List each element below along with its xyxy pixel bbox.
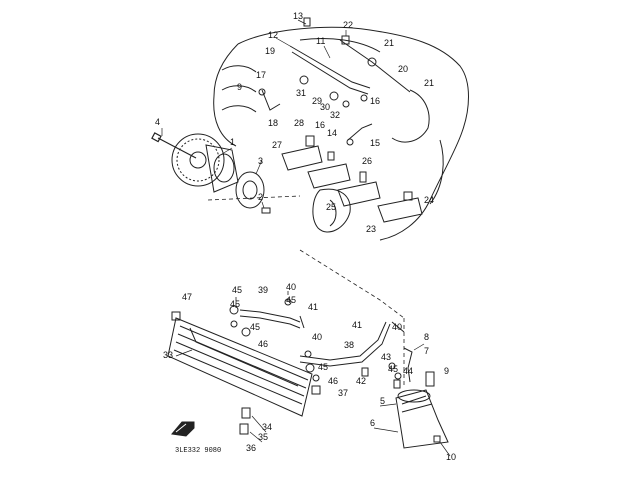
callout-16: 16: [370, 96, 380, 106]
callout-44: 44: [403, 366, 413, 376]
callout-leaders: [161, 19, 451, 457]
callout-45c: 45: [250, 322, 260, 332]
callout-30: 30: [320, 102, 330, 112]
oil-filter-housing: [395, 347, 449, 449]
callout-25: 25: [326, 202, 336, 212]
callout-38: 38: [344, 340, 354, 350]
callout-17: 17: [256, 70, 266, 80]
callout-24: 24: [424, 195, 434, 205]
callout-11: 11: [316, 36, 325, 46]
part-callouts: 13 22 12 11 21 19 20 21 17 31 29 30 16 3…: [155, 11, 456, 462]
engine-case-outline: [213, 26, 469, 241]
callout-32: 32: [330, 110, 340, 120]
callout-41: 41: [308, 302, 318, 312]
pump-cover: [235, 171, 265, 209]
callout-12: 12: [268, 30, 278, 40]
callout-45b: 45: [230, 299, 240, 309]
callout-27: 27: [272, 140, 282, 150]
callout-46b: 46: [328, 376, 338, 386]
callout-29: 29: [312, 96, 322, 106]
callout-18: 18: [268, 118, 278, 128]
callout-1: 1: [230, 137, 235, 147]
callout-10: 10: [446, 452, 456, 462]
callout-45e: 45: [318, 362, 328, 372]
oil-pump-gear: [171, 133, 239, 193]
callout-28: 28: [294, 118, 304, 128]
dowel-pin: [261, 207, 271, 214]
callout-2: 2: [258, 192, 263, 202]
callout-20: 20: [398, 64, 408, 74]
upper-hardware: [258, 17, 413, 201]
front-arrow-icon: [171, 421, 195, 437]
callout-19: 19: [265, 46, 275, 56]
callout-13: 13: [293, 11, 303, 21]
callout-26: 26: [362, 156, 372, 166]
callout-40b: 45: [286, 295, 296, 305]
upper-oil-pipe: [289, 39, 411, 95]
cooler-pipes: [239, 309, 405, 367]
callout-40: 40: [286, 282, 296, 292]
long-bolt: [151, 132, 197, 159]
callout-7: 7: [424, 346, 429, 356]
callout-22: 22: [343, 20, 353, 30]
callout-16b: 16: [315, 120, 325, 130]
callout-34: 34: [262, 422, 272, 432]
callout-21b: 21: [424, 78, 434, 88]
callout-36: 36: [246, 443, 256, 453]
callout-9: 9: [237, 82, 242, 92]
callout-41b: 41: [352, 320, 362, 330]
callout-14: 14: [327, 128, 337, 138]
baffle-plates: [281, 145, 423, 223]
callout-40c: 40: [392, 322, 402, 332]
callout-45d: 40: [312, 332, 322, 342]
callout-21: 21: [384, 38, 394, 48]
callout-43: 43: [381, 352, 391, 362]
callout-15: 15: [370, 138, 380, 148]
leader-lines: [207, 195, 405, 388]
callout-37: 37: [338, 388, 348, 398]
diagram-code: 3LE332 9080: [175, 447, 221, 455]
oil-cooler: [167, 311, 313, 417]
callout-35: 35: [258, 432, 268, 442]
callout-42: 42: [356, 376, 366, 386]
callout-40d: 45: [388, 364, 398, 374]
callout-46: 46: [258, 339, 268, 349]
callout-33: 33: [163, 350, 173, 360]
callout-45: 45: [232, 285, 242, 295]
callout-39: 39: [258, 285, 268, 295]
callout-23: 23: [366, 224, 376, 234]
callout-6: 6: [370, 418, 375, 428]
callout-31: 31: [296, 88, 306, 98]
callout-9b: 9: [444, 366, 449, 376]
lower-hardware: [229, 298, 402, 435]
callout-3: 3: [258, 156, 263, 166]
callout-5: 5: [380, 396, 385, 406]
callout-4: 4: [155, 117, 160, 127]
callout-47: 47: [182, 292, 192, 302]
callout-8: 8: [424, 332, 429, 342]
